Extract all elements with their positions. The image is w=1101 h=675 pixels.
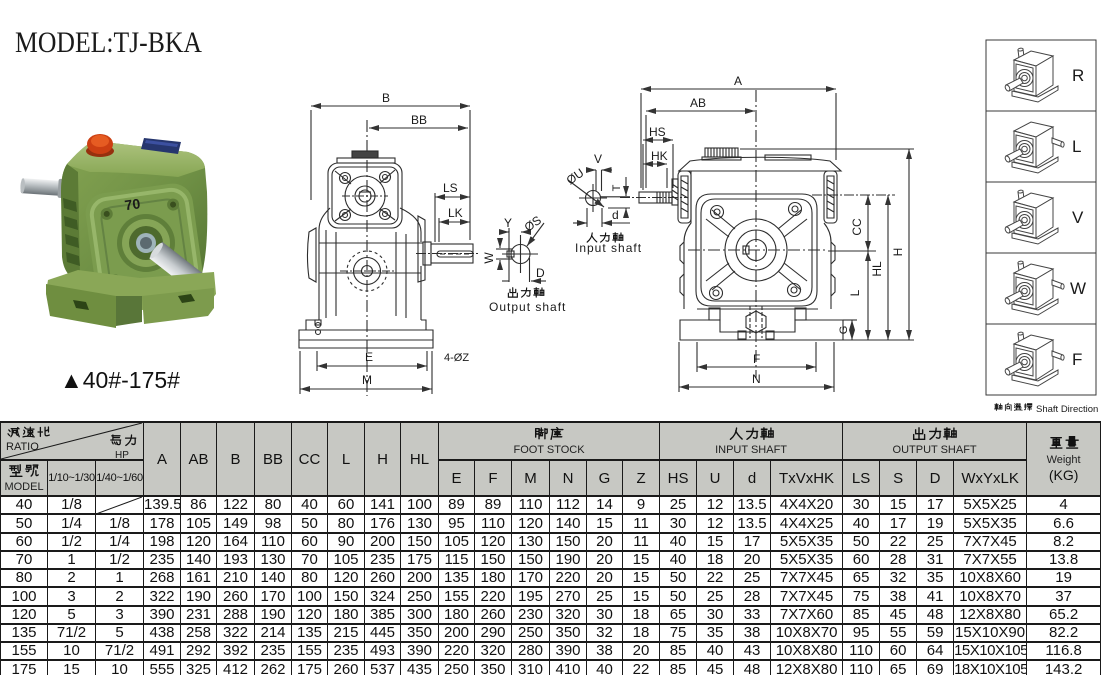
svg-text:W: W — [1070, 279, 1086, 298]
svg-text:L: L — [1072, 137, 1081, 156]
svg-text:Output shaft: Output shaft — [489, 300, 566, 314]
svg-text:ØS: ØS — [522, 213, 544, 234]
svg-text:LS: LS — [443, 181, 458, 195]
svg-text:T: T — [611, 184, 623, 191]
svg-text:Shaft Direction: Shaft Direction — [1036, 404, 1098, 415]
svg-text:4-ØZ: 4-ØZ — [444, 352, 469, 364]
svg-text:LK: LK — [448, 206, 463, 220]
svg-text:A: A — [734, 74, 742, 88]
svg-text:CC: CC — [850, 218, 864, 236]
svg-text:N: N — [752, 372, 761, 386]
svg-text:V: V — [594, 152, 602, 166]
svg-text:F: F — [1072, 350, 1082, 369]
svg-text:G: G — [838, 326, 850, 335]
svg-text:Input shaft: Input shaft — [575, 241, 642, 255]
svg-text:F: F — [753, 352, 760, 366]
svg-text:H: H — [891, 248, 905, 257]
svg-text:MODEL:TJ-BKA: MODEL:TJ-BKA — [15, 26, 202, 59]
svg-text:RATIO: RATIO — [6, 441, 39, 453]
svg-text:BB: BB — [411, 113, 427, 127]
svg-text:HP: HP — [115, 450, 129, 459]
svg-text:B: B — [382, 91, 390, 105]
svg-text:R: R — [1072, 66, 1084, 85]
svg-text:M: M — [362, 373, 372, 387]
svg-text:D: D — [536, 266, 545, 280]
svg-text:L: L — [848, 289, 862, 296]
svg-text:E: E — [365, 350, 373, 364]
svg-text:AB: AB — [690, 96, 706, 110]
svg-text:ØU: ØU — [564, 166, 587, 188]
svg-text:d: d — [612, 208, 619, 222]
svg-text:HS: HS — [649, 125, 666, 139]
svg-text:V: V — [1072, 208, 1084, 227]
svg-text:W: W — [482, 252, 496, 264]
svg-text:HK: HK — [651, 149, 668, 163]
svg-text:Y: Y — [504, 216, 512, 230]
svg-text:70: 70 — [124, 195, 142, 213]
svg-text:HL: HL — [870, 261, 884, 277]
